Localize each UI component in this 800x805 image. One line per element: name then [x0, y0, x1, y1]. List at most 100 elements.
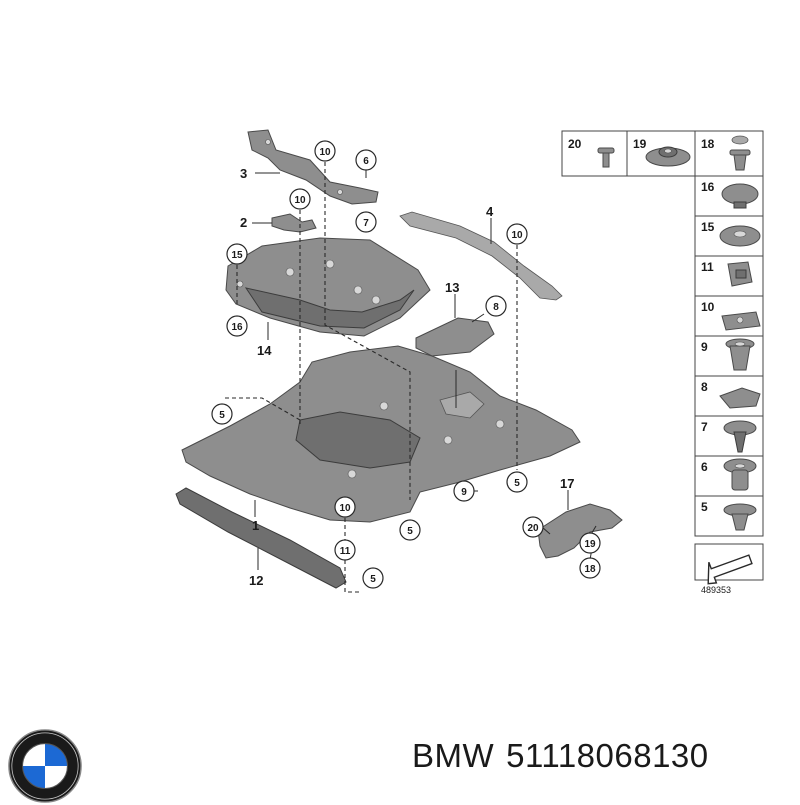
legend-item-20: 20: [561, 130, 628, 177]
part-number: 51118068130: [506, 737, 709, 774]
svg-text:6: 6: [363, 156, 369, 167]
callout-circle-5-c: 5: [399, 519, 421, 541]
callout-circle-10-a: 10: [314, 140, 336, 162]
callout-14: 14: [257, 343, 272, 358]
callout-12: 12: [249, 573, 263, 588]
callout-17: 17: [560, 476, 574, 491]
callout-circle-10-b: 10: [289, 188, 311, 210]
svg-text:16: 16: [231, 322, 243, 333]
legend-item-8: 8: [694, 375, 764, 417]
svg-text:10: 10: [511, 230, 523, 241]
callout-13: 13: [445, 280, 459, 295]
spring-clip-icon: [727, 261, 753, 287]
legend-item-6: 6: [694, 455, 764, 497]
callout-circle-15: 15: [226, 243, 248, 265]
svg-text:3: 3: [240, 166, 247, 181]
svg-text:8: 8: [701, 380, 708, 394]
plug-cap-icon: [721, 183, 759, 209]
svg-text:15: 15: [701, 220, 715, 234]
svg-text:10: 10: [339, 503, 351, 514]
push-rivet-icon: [597, 147, 615, 168]
callout-circle-19: 19: [579, 532, 601, 554]
callout-3: 3: [240, 166, 247, 181]
svg-text:17: 17: [560, 476, 574, 491]
svg-text:9: 9: [461, 487, 467, 498]
callout-4: 4: [486, 204, 494, 219]
svg-text:11: 11: [701, 260, 714, 274]
svg-text:9: 9: [701, 340, 708, 354]
callout-1: 1: [252, 518, 259, 533]
callout-circle-8: 8: [485, 295, 507, 317]
callout-circle-5-b: 5: [506, 471, 528, 493]
callout-2: 2: [240, 215, 247, 230]
svg-text:5: 5: [407, 526, 413, 537]
callout-circle-16: 16: [226, 315, 248, 337]
svg-text:2: 2: [240, 215, 247, 230]
sleeve-nut-icon: [725, 338, 755, 371]
part-2-bracket: [271, 213, 317, 233]
bmw-logo: [8, 729, 82, 803]
legend-item-9: 9: [694, 335, 764, 377]
legend-item-10: 10: [694, 295, 764, 337]
callout-circle-10-d: 10: [334, 496, 356, 518]
grommet-icon: [719, 225, 761, 247]
svg-text:7: 7: [363, 218, 369, 229]
svg-text:20: 20: [568, 137, 582, 151]
callout-circle-9: 9: [453, 480, 475, 502]
flange-nut-icon: [645, 146, 691, 167]
part-14-shield: [225, 237, 431, 337]
callout-circle-5-d: 5: [362, 567, 384, 589]
svg-text:10: 10: [294, 195, 306, 206]
svg-text:8: 8: [493, 302, 499, 313]
clip-nut-icon: [721, 311, 761, 331]
legend-item-5: 5: [694, 495, 764, 537]
body-screw-icon: [723, 420, 757, 453]
part-4-strut: [399, 211, 563, 301]
screw-nut-icon: [723, 458, 757, 491]
part-1-shield: [181, 345, 581, 523]
callout-circle-20: 20: [522, 516, 544, 538]
legend-item-19: 19: [626, 130, 696, 177]
callout-circle-18: 18: [579, 557, 601, 579]
svg-text:15: 15: [231, 250, 243, 261]
svg-text:10: 10: [701, 300, 715, 314]
svg-text:13: 13: [445, 280, 459, 295]
svg-text:16: 16: [701, 180, 715, 194]
callout-circle-7: 7: [355, 211, 377, 233]
expanding-rivet-icon: [729, 135, 751, 171]
svg-text:10: 10: [319, 147, 331, 158]
svg-text:19: 19: [584, 539, 596, 550]
part-caption: BMW 51118068130: [412, 737, 721, 775]
svg-text:12: 12: [249, 573, 263, 588]
foam-pad-icon: [719, 387, 761, 409]
callout-circle-11: 11: [334, 539, 356, 561]
legend-item-16: 16: [694, 175, 764, 217]
svg-text:14: 14: [257, 343, 272, 358]
svg-text:20: 20: [527, 523, 539, 534]
svg-text:5: 5: [370, 574, 376, 585]
legend-arrow-box: [694, 543, 764, 585]
svg-text:18: 18: [584, 564, 596, 575]
svg-text:18: 18: [701, 137, 715, 151]
legend-item-18: 18: [694, 130, 764, 177]
svg-text:4: 4: [486, 204, 494, 219]
svg-text:19: 19: [633, 137, 647, 151]
callout-circle-10-c: 10: [506, 223, 528, 245]
svg-text:6: 6: [701, 460, 708, 474]
brand-name: BMW: [412, 737, 495, 774]
svg-text:5: 5: [219, 410, 225, 421]
part-12-strip: [175, 487, 347, 589]
part-13-plate: [415, 317, 495, 357]
legend-item-15: 15: [694, 215, 764, 257]
svg-text:11: 11: [340, 546, 351, 557]
plastic-rivet-icon: [723, 503, 757, 531]
legend-item-7: 7: [694, 415, 764, 457]
legend-item-11: 11: [694, 255, 764, 297]
callout-circle-5-a: 5: [211, 403, 233, 425]
direction-arrow-icon: [707, 554, 753, 585]
callout-circle-6: 6: [355, 149, 377, 171]
svg-text:5: 5: [701, 500, 708, 514]
part-17-bracket: [537, 503, 623, 559]
svg-text:7: 7: [701, 420, 708, 434]
